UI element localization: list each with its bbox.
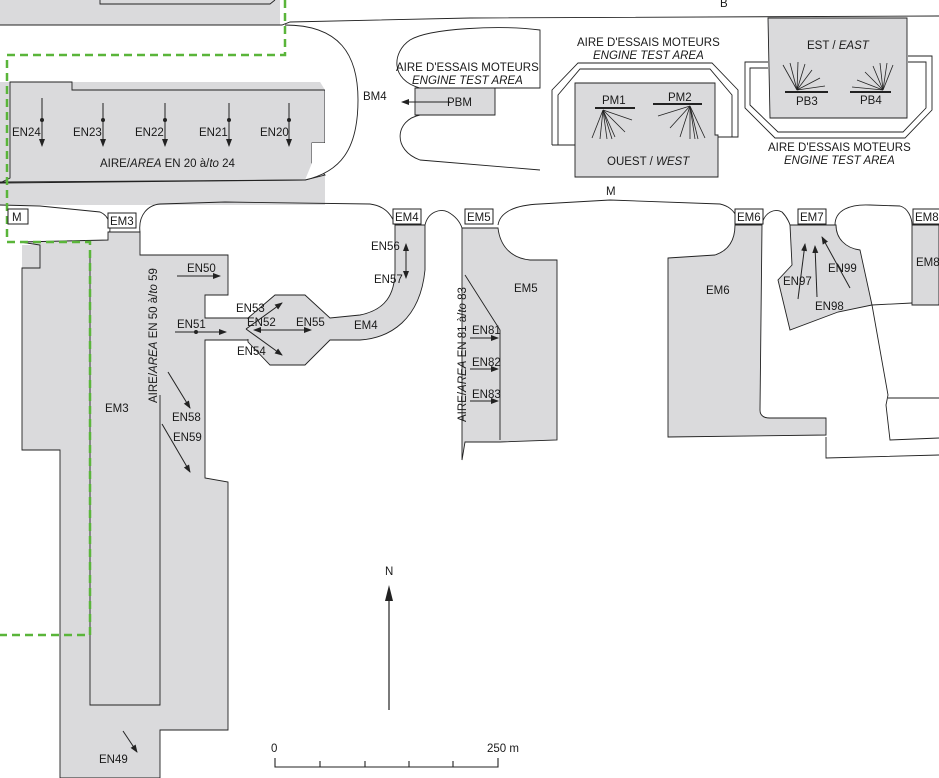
stand-en55: EN55 [296,317,325,329]
engine-test-area-pbm [396,27,541,171]
taxiway-m-left-label: M [12,212,22,224]
apron-en20-24 [0,24,359,205]
apron-em3 [19,231,263,778]
apron-em8 [911,224,939,306]
stand-en23: EN23 [73,127,102,139]
pbm-area-fr: AIRE D'ESSAIS MOTEURS [396,62,539,74]
stand-en52: EN52 [247,317,276,329]
em5-box-label: EM5 [467,212,491,224]
stand-en24: EN24 [12,127,41,139]
north-label: N [385,566,393,578]
area-en50-59-label: AIRE/AREA EN 50 à/to 59 [148,268,160,403]
stand-en57: EN57 [374,274,403,286]
west-label: OUEST / WEST [607,156,690,168]
taxiway-b-label: B [720,0,728,10]
em6-box-label: EM6 [737,212,761,224]
engine-test-area-east [744,17,933,139]
em4-box-label: EM4 [395,212,419,224]
stand-en49: EN49 [99,754,128,766]
apron-em5-label: EM5 [514,283,538,295]
apron-em6 [667,224,939,459]
pb4-label: PB4 [860,95,882,107]
stand-en58: EN58 [172,412,201,424]
apron-boxes: M EM3 EM4 EM5 EM6 EM7 EM8 [7,208,939,229]
stand-en83: EN83 [472,389,501,401]
north-arrow: N [385,566,393,710]
top-apron [0,0,939,26]
labels: B M BM4 EN24 EN23 EN22 EN21 EN20 AIRE/AR… [12,0,939,766]
stand-en59: EN59 [173,432,202,444]
blast-fan-pb4 [850,62,894,93]
blast-fan-pb3 [782,61,828,93]
pbm-label: PBM [447,97,472,109]
scale-start: 0 [271,743,277,755]
pm1-label: PM1 [602,95,626,107]
stand-en20: EN20 [260,127,289,139]
blast-fan-pm1 [591,107,635,140]
west-area-en: ENGINE TEST AREA [593,50,704,62]
taxiway-m-center-label: M [606,186,616,198]
pm2-label: PM2 [668,92,692,104]
west-area-fr: AIRE D'ESSAIS MOTEURS [577,37,720,49]
east-label: EST / EAST [807,40,870,52]
blast-fan-pm2 [653,103,706,140]
apron-em6-label: EM6 [706,285,730,297]
em8-box-label: EM8 [915,212,939,224]
apron-em5 [461,227,558,461]
stand-en99: EN99 [828,263,857,275]
stand-en53: EN53 [236,303,265,315]
pb3-label: PB3 [796,96,818,108]
stand-en56: EN56 [371,241,400,253]
stand-en50: EN50 [187,263,216,275]
apron-em4-label: EM4 [354,320,378,332]
area-en20-24-label: AIRE/AREA EN 20 à/to 24 [100,158,236,170]
stand-en98: EN98 [815,301,844,313]
scale-end: 250 m [487,743,519,755]
scale-bar: 0 250 m [271,743,519,768]
engine-test-area-west [551,62,739,178]
stand-arrows [39,98,851,753]
apron-em3-label: EM3 [105,403,129,415]
apron-em8-label: EM8 [916,257,939,269]
stand-en21: EN21 [199,127,228,139]
pbm-area-en: ENGINE TEST AREA [412,75,523,87]
stand-en82: EN82 [472,357,501,369]
em3-box-label: EM3 [110,216,134,228]
taxiway-bm4-label: BM4 [363,91,387,103]
stand-en51: EN51 [177,319,206,331]
east-area-en: ENGINE TEST AREA [784,155,895,167]
boundary-line [0,0,287,637]
area-en81-83-label: AIRE/AREA EN 81 à/to 83 [457,287,469,422]
stand-en54: EN54 [237,346,266,358]
stand-en22: EN22 [135,127,164,139]
stand-en97: EN97 [783,276,812,288]
em7-box-label: EM7 [800,212,824,224]
stand-en81: EN81 [472,325,501,337]
east-area-fr: AIRE D'ESSAIS MOTEURS [768,142,911,154]
